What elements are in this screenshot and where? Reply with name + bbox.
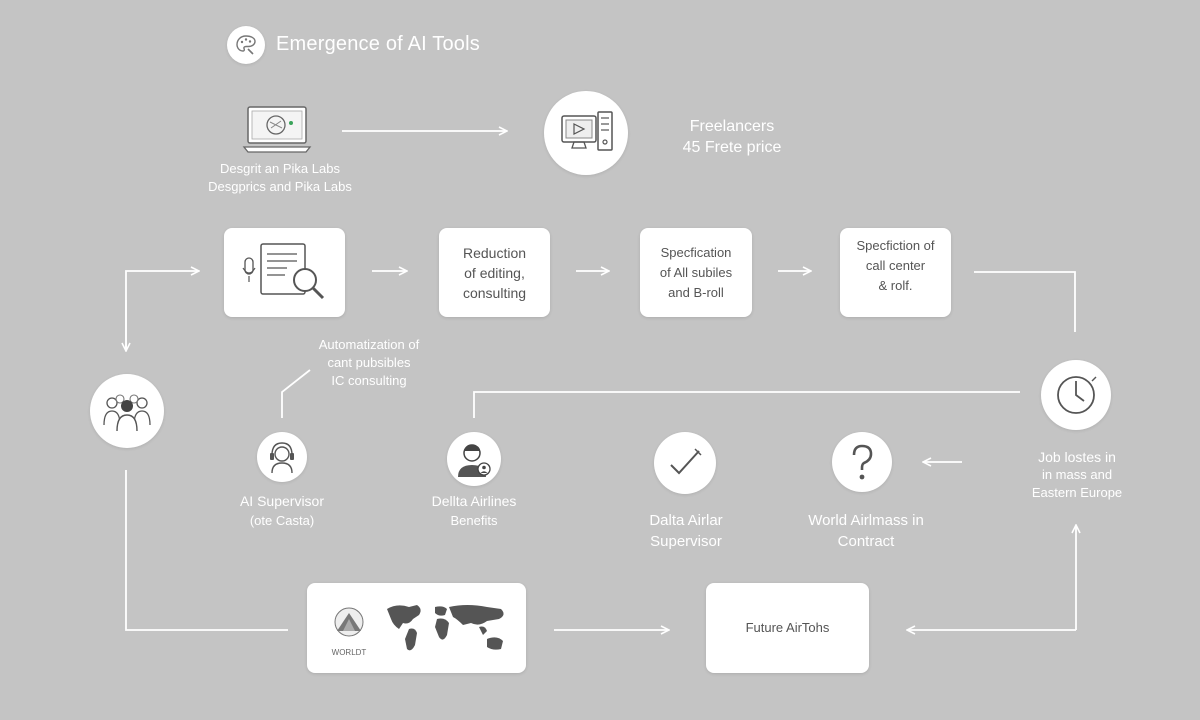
delta-supervisor-label: Dalta Airlar Supervisor (649, 512, 723, 550)
page-title: Emergence of AI Tools (276, 33, 480, 55)
automation-note: Automatization of cant pubsibles IC cons… (318, 337, 420, 388)
job-losses-label: Job lostes in in mass and Eastern Europe (1031, 449, 1123, 500)
clock-icon (1041, 360, 1111, 430)
line-automation-pointer (281, 369, 311, 418)
mountain-logo-icon (334, 607, 364, 637)
arrow-left-loop (125, 271, 198, 350)
team-group-icon (90, 374, 164, 448)
specification-call-center-box: Specfiction of call center & rolf. (840, 228, 951, 317)
world-logo: WORLDT (329, 607, 369, 657)
headset-operator-icon (257, 432, 307, 482)
freelancers-label: Freelancers 45 Frete price (682, 118, 782, 156)
line-middle-connector (473, 391, 1020, 418)
line-bottom-left-loop (125, 470, 288, 631)
desktop-workstation-icon (544, 91, 628, 175)
world-logo-text: WORLDT (331, 648, 367, 657)
specification-subtitles-box: Specfication of All subiles and B-roll (640, 228, 752, 317)
document-magnifier-icon (241, 242, 324, 299)
reduction-box: Reduction of editing, consulting (439, 228, 550, 317)
laptop-icon (242, 105, 312, 155)
palette-icon (227, 26, 265, 64)
world-map-icon (387, 605, 504, 651)
world-airlines-label: World Airlmass in Contract (808, 512, 924, 550)
document-search-box (224, 228, 345, 317)
line-right-to-clock (974, 271, 1076, 332)
ai-supervisor-label: AI Supervisor (ote Casta) (239, 493, 325, 528)
delta-benefits-label: Dellta Airlines Benefits (431, 493, 517, 528)
question-mark-icon (832, 432, 892, 492)
world-map-box: WORLDT (307, 583, 526, 673)
checkmark-pen-icon (654, 432, 716, 494)
person-avatar-icon (447, 432, 501, 486)
future-box: Future AirTohs (706, 583, 869, 673)
laptop-caption: Desgrit an Pika Labs Desgprics and Pika … (208, 161, 352, 194)
